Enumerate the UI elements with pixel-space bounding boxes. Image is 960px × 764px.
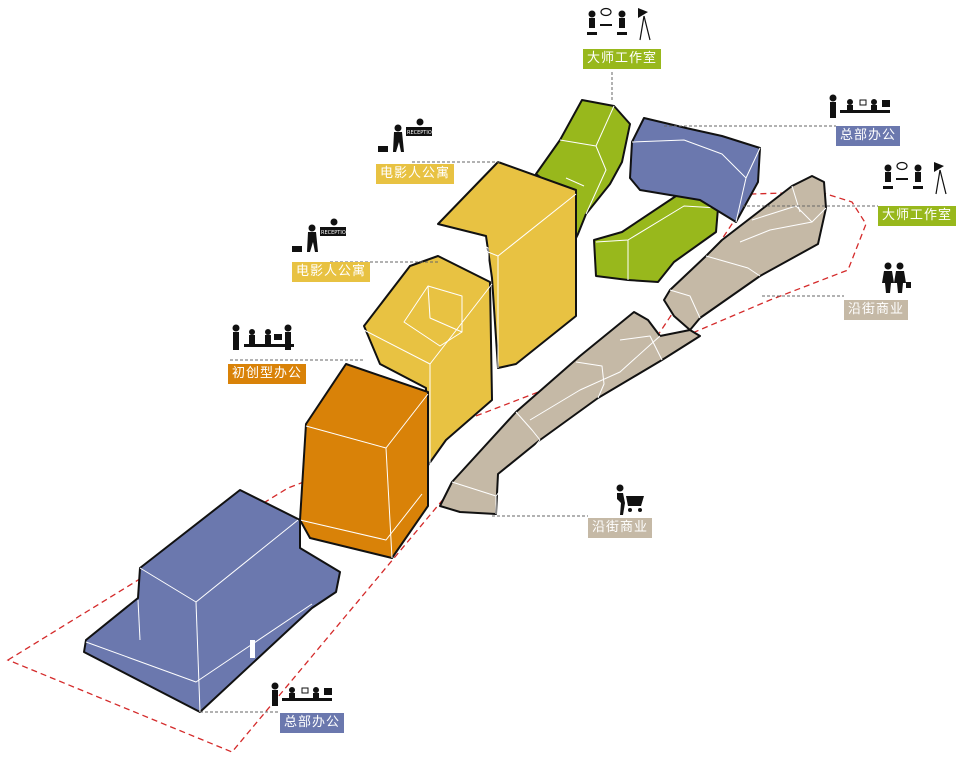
street-commerce-upper-block [663,175,827,331]
shoppers-icon [882,262,911,293]
master-studio-lower-block [593,191,719,283]
label-film-apartment-lower: 电影人公寓 [292,262,371,282]
office-workers-icon [271,682,332,706]
reception-text: RECEPTION [321,230,350,236]
hq-office-top-block [629,117,761,223]
hotel-reception-icon: RECEPTION [292,218,350,252]
office-workers-icon [829,94,890,118]
label-master-studio-right: 大师工作室 [878,206,957,226]
startup-office-block [299,363,429,559]
film-apartment-mid-block [363,255,493,469]
meeting-with-spotlight-icon [883,161,947,195]
shopping-cart-icon [616,484,644,515]
hotel-reception-icon: RECEPTION [378,118,436,152]
label-master-studio-top: 大师工作室 [583,49,662,69]
label-hq-office-top: 总部办公 [836,126,901,146]
hq-office-bottom-block [83,489,341,713]
label-startup-office: 初创型办公 [228,364,307,384]
street-commerce-lower-block [439,311,701,515]
reception-text: RECEPTION [407,130,436,136]
meeting-with-spotlight-icon [587,7,651,41]
label-street-commerce-right: 沿街商业 [844,300,909,320]
leader-lines [200,72,878,713]
label-hq-office-bottom: 总部办公 [280,713,345,733]
film-apartment-tall-block [437,161,577,369]
team-meeting-icon [232,324,294,350]
label-street-commerce-bottom: 沿街商业 [588,518,653,538]
label-film-apartment-upper: 电影人公寓 [376,164,455,184]
